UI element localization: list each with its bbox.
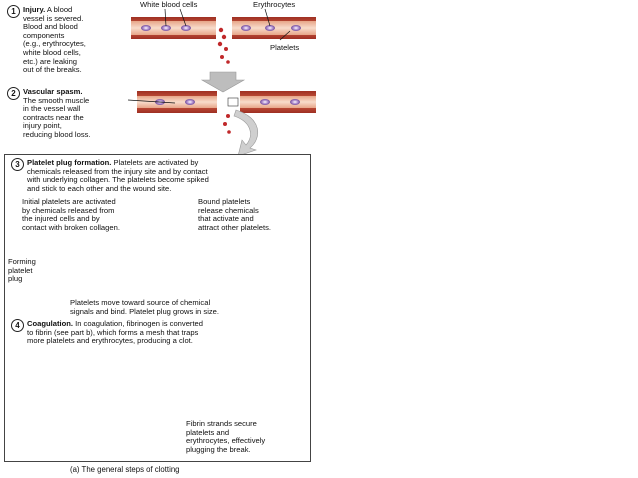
step-2-title: Vascular spasm.	[23, 87, 83, 96]
label-platelets: Platelets	[270, 43, 300, 52]
step-4-description: In coagulation, fibrinogen is converted …	[27, 319, 204, 346]
step-3-description: Platelets are activated by chemicals rel…	[27, 158, 209, 193]
step-1-text: Injury. A blood vessel is severed. Blood…	[23, 5, 123, 75]
step-2-description: The smooth muscle in the vessel wall con…	[23, 95, 91, 139]
label-white-blood-cells: White blood cells	[140, 0, 198, 9]
step-1-description: A blood vessel is severed. Blood and blo…	[23, 5, 86, 75]
step-4-text: Coagulation. In coagulation, fibrinogen …	[27, 319, 307, 346]
step-2-text: Vascular spasm. The smooth muscle in the…	[23, 87, 131, 140]
step-1-number: 1	[7, 5, 20, 18]
label-bound-platelets: Bound platelets release chemicals that a…	[198, 197, 272, 232]
step-4-number: 4	[11, 319, 24, 332]
step-1-title: Injury.	[23, 5, 46, 14]
step2-vessel	[137, 91, 316, 134]
step-4-title: Coagulation.	[27, 319, 73, 328]
label-fibrin-strands: Fibrin strands secure platelets and eryt…	[186, 419, 266, 454]
label-erythrocytes: Erythrocytes	[253, 0, 296, 9]
step-3-text: Platelet plug formation. Platelets are a…	[27, 158, 307, 193]
step1-vessel	[131, 17, 316, 64]
step-2-number: 2	[7, 87, 20, 100]
label-forming-plug: Forming platelet plug	[8, 257, 36, 284]
step1-leaders	[164, 8, 291, 41]
figure-caption: (a) The general steps of clotting	[70, 465, 180, 474]
down-arrow-1	[200, 71, 246, 93]
label-initial-platelets: Initial platelets are activated by chemi…	[22, 197, 120, 232]
step-3-number: 3	[11, 158, 24, 171]
step-3-title: Platelet plug formation.	[27, 158, 112, 167]
steps-3-4-panel	[4, 154, 311, 462]
curved-arrow-2	[233, 109, 258, 157]
label-platelets-move: Platelets move toward source of chemical…	[70, 298, 220, 316]
